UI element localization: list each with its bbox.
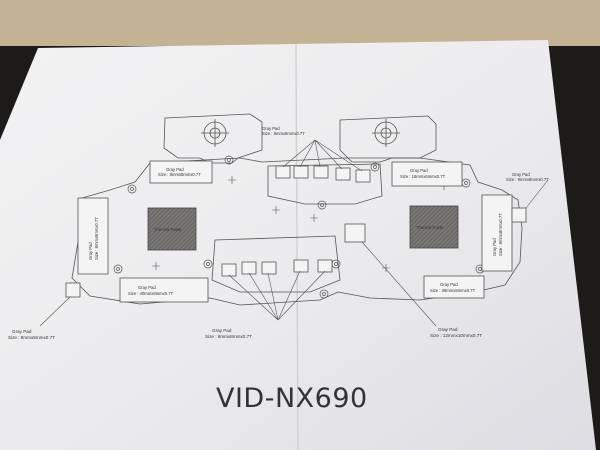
upper-left-label-1: Gray Pad xyxy=(166,167,184,172)
upper-right-pad-box xyxy=(391,161,463,187)
background-wall xyxy=(0,0,600,46)
bottom-center-label-2: Size : 8mmx8mmx0.7T xyxy=(205,334,252,339)
bottom-left-label-1: Gray Pad xyxy=(12,329,32,334)
upper-left-pad-box xyxy=(149,160,213,184)
thermal-paste-left-label: Thermal Paste xyxy=(154,227,182,232)
top-pad-row xyxy=(275,165,371,183)
drawing xyxy=(39,113,549,327)
lower-left-label-1: Gray Pad xyxy=(138,285,156,290)
left-vertical-label-1: Gray Pad xyxy=(88,242,93,260)
leader-lines xyxy=(39,139,549,327)
screw-markers xyxy=(113,155,485,299)
heatsink-outline xyxy=(71,157,523,306)
bottom-right-label-1: Gray Pad xyxy=(438,327,458,332)
thermal-paste-left xyxy=(147,207,197,251)
paper-fold xyxy=(295,43,299,450)
center-pad xyxy=(344,223,366,243)
paper-sheet xyxy=(0,40,596,450)
bottom-left-label-2: Size : 8mmx8mmx0.7T xyxy=(8,335,55,340)
right-callout-label-2: Size : 9mmx8mmx0.7T xyxy=(506,177,549,182)
lower-right-label-2: Size : 36mmx8mmx0.7T xyxy=(430,288,476,293)
right-edge-pad xyxy=(511,207,527,223)
right-vertical-pad-box xyxy=(481,194,513,272)
top-center-label-2: Size : 8mmx8mmx0.7T xyxy=(262,131,305,136)
top-shroud xyxy=(267,163,383,205)
pad-labels: Gray Pad Size : 8mmx8mmx0.7T Gray Pad Si… xyxy=(8,126,549,340)
lower-left-label-2: Size : 40mmx8mmx0.7T xyxy=(128,291,174,296)
left-vertical-pad-box xyxy=(77,197,109,275)
thermal-paste-right-label: Thermal Paste xyxy=(416,225,444,230)
bottom-center-label-1: Gray Pad xyxy=(212,328,232,333)
upper-left-label-2: Size : 8mmx8mmx0.7T xyxy=(158,172,201,177)
mount-hole-left xyxy=(201,119,229,147)
bottom-shroud xyxy=(211,235,341,293)
lower-right-pad-box xyxy=(423,275,485,299)
lower-left-pad-box xyxy=(119,277,209,303)
right-vertical-label-2: Size : 8mmx8mmx0.7T xyxy=(498,213,503,256)
upper-right-label-2: Size : 16mmx6mmx0.7T xyxy=(400,174,446,179)
thermal-paste-right xyxy=(409,205,459,249)
upper-right-label-1: Gray Pad xyxy=(410,168,428,173)
left-vertical-label-2: Size : 8mmx8mmx0.7T xyxy=(94,217,99,260)
right-vertical-label-1: Gray Pad xyxy=(492,238,497,256)
right-callout-label-1: Gray Pad xyxy=(512,172,530,177)
bottom-pad-row xyxy=(221,259,333,277)
lower-right-label-1: Gray Pad xyxy=(440,282,458,287)
mount-hole-right xyxy=(372,119,400,147)
model-name: VID-NX690 xyxy=(216,383,368,414)
left-edge-pad xyxy=(65,282,81,298)
top-center-label-1: Gray Pad xyxy=(262,126,280,131)
bottom-right-label-2: Size : 12mmx10mmx0.7T xyxy=(430,333,482,338)
